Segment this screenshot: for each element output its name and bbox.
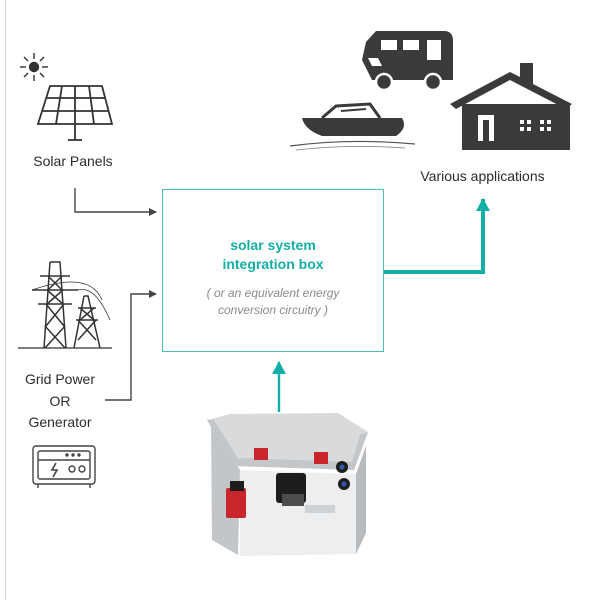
integration-box-subtitle: ( or an equivalent energy conversion cir… <box>163 285 383 320</box>
motorhome-icon <box>362 31 453 92</box>
solar-to-box-arrow <box>74 188 157 216</box>
sun-icon <box>20 53 48 81</box>
generator-text: Generator <box>28 414 92 431</box>
house-icon <box>450 63 572 150</box>
box-title-line-2: integration box <box>222 255 324 272</box>
grid-power-generator-label: Grid Power OR Generator <box>10 369 110 434</box>
left-frame-line <box>5 0 6 600</box>
various-applications-label: Various applications <box>420 168 545 184</box>
box-to-applications-arrow <box>384 198 490 274</box>
solar-panel-icon <box>36 85 114 141</box>
integration-box: solar system integration box ( or an equ… <box>162 189 384 352</box>
transmission-tower-icon <box>18 261 112 349</box>
battery-icon <box>207 413 368 556</box>
grid-power-text: Grid Power <box>24 371 96 387</box>
box-subtitle-line-2: conversion circuitry ) <box>217 303 329 318</box>
or-text: OR <box>49 392 71 409</box>
grid-to-box-arrow <box>105 290 157 401</box>
box-subtitle-line-1: ( or an equivalent energy <box>206 286 340 300</box>
generator-icon <box>32 445 96 488</box>
solar-panels-label: Solar Panels <box>33 153 113 169</box>
speedboat-icon <box>289 102 416 151</box>
integration-box-title: solar system integration box <box>163 236 383 274</box>
box-title-line-1: solar system <box>230 237 316 253</box>
